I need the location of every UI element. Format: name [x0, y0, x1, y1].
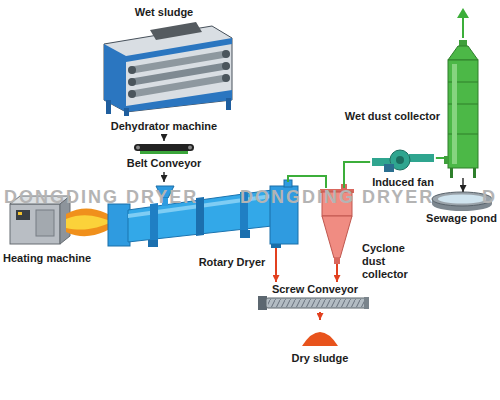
heating-machine-part	[10, 204, 60, 244]
dehydrator-machine-part	[222, 50, 230, 58]
dehydrator-machine-part	[124, 108, 129, 116]
equipment-label: Wet sludge	[135, 6, 193, 19]
induced-fan-part	[409, 154, 434, 162]
equipment-node: Sewage pond	[424, 192, 499, 228]
wet-dust-collector-part	[473, 168, 476, 178]
flow-connector	[436, 157, 444, 159]
equipment-label: Rotary Dryer	[199, 256, 266, 269]
flow-connector	[319, 312, 321, 320]
dehydrator-machine-part	[126, 38, 232, 62]
wet-dust-collector-part	[448, 60, 478, 168]
induced-fan-part	[396, 156, 404, 164]
wet-dust-collector	[444, 40, 478, 178]
equipment-node: Rotary Dryer	[106, 182, 300, 248]
induced-fan-part	[384, 164, 394, 172]
rotary-dryer-part	[150, 203, 158, 242]
watermark-text: DONGDING DRYER	[4, 186, 198, 208]
exhaust-arrow	[457, 8, 469, 38]
belt-conveyor	[134, 144, 194, 154]
flow-connector	[275, 248, 277, 282]
flow-connector	[163, 135, 164, 141]
dry-sludge-pile	[302, 332, 338, 346]
equipment-label: Wet dust collector	[345, 110, 440, 123]
dehydrator-machine-part	[222, 74, 230, 82]
heating-machine-part	[18, 212, 22, 215]
cyclone-dust-collector-part	[322, 216, 352, 258]
wet-dust-collector-part	[448, 46, 478, 60]
equipment-node: Induced fan	[370, 146, 436, 190]
flow-connector	[344, 162, 370, 188]
sewage-pond-part	[438, 195, 486, 204]
exhaust-arrow-part	[462, 17, 464, 38]
burner-flame-part	[66, 215, 112, 229]
dry-sludge-pile-part	[302, 332, 338, 346]
equipment-label: Sewage pond	[426, 212, 497, 225]
equipment-node: Cyclone dust collector	[320, 188, 356, 264]
equipment-node: Heating machine	[1, 190, 96, 268]
rotary-dryer-part	[148, 240, 158, 247]
belt-conveyor-part	[140, 151, 188, 154]
equipment-node: Screw Conveyor	[258, 282, 372, 312]
watermark-text: D	[482, 186, 497, 208]
equipment-label: Cyclone dust collector	[362, 242, 422, 281]
watermark-text: DONGDING DRYER	[240, 186, 434, 208]
rotary-dryer-part	[240, 230, 250, 238]
screw-conveyor	[258, 296, 369, 310]
dehydrator-machine-part	[128, 78, 136, 86]
heating-machine-part	[16, 210, 30, 220]
screw-conveyor-part	[268, 299, 364, 307]
dehydrator-machine-part	[132, 78, 226, 94]
dehydrator-machine-part	[126, 90, 232, 112]
wet-dust-collector-part	[444, 156, 448, 164]
belt-conveyor-part	[188, 146, 192, 150]
equipment-label: Belt Conveyor	[127, 157, 202, 170]
dehydrator-machine-part	[128, 90, 136, 98]
flow-connector	[462, 178, 463, 192]
dehydrator-machine-part	[226, 98, 231, 110]
dehydrator-machine	[104, 22, 232, 116]
equipment-label: Dehydrator machine	[111, 120, 217, 133]
exhaust-arrow-part	[457, 8, 469, 18]
flow-connector	[288, 176, 326, 188]
wet-dust-collector-part	[450, 168, 453, 178]
dehydrator-machine-part	[150, 22, 202, 40]
dehydrator-machine-part	[106, 100, 111, 114]
flow-connector	[336, 264, 338, 282]
dehydrator-machine-part	[128, 66, 136, 74]
screw-conveyor-part	[364, 297, 369, 309]
belt-conveyor-part	[134, 144, 194, 151]
wet-dust-collector-part	[452, 64, 457, 164]
rotary-dryer-part	[108, 204, 130, 246]
belt-conveyor-part	[136, 146, 140, 150]
equipment-label: Dry sludge	[292, 352, 349, 365]
equipment-node: Belt Conveyor	[125, 141, 204, 172]
equipment-node: Wet sludgeDehydrator machine	[92, 4, 236, 135]
flow-connector	[163, 172, 164, 182]
screw-conveyor-part	[266, 298, 366, 308]
equipment-label: Heating machine	[3, 252, 91, 265]
equipment-node: Dry sludge	[280, 320, 360, 370]
rotary-dryer-part	[271, 244, 281, 248]
equipment-label: Induced fan	[372, 176, 434, 189]
induced-fan	[372, 150, 434, 172]
equipment-label: Screw Conveyor	[272, 283, 358, 296]
dehydrator-machine-part	[222, 62, 230, 70]
cyclone-dust-collector-part	[334, 258, 340, 264]
dehydrator-machine-part	[104, 26, 232, 112]
heating-machine-part	[36, 210, 54, 236]
equipment-node: Wet dust collector	[444, 40, 484, 178]
